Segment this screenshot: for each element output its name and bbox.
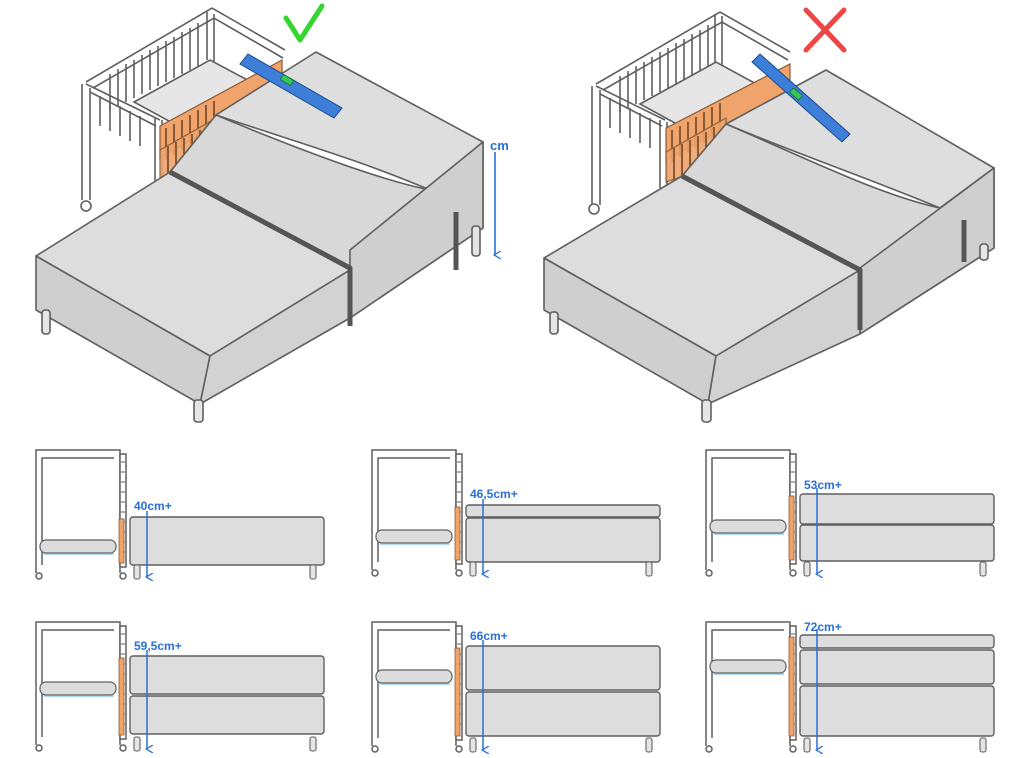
cot-mattress [39, 539, 117, 554]
height-label: 72cm+ [804, 620, 842, 634]
cot-frame [80, 7, 286, 212]
parent-bed [35, 51, 484, 423]
bed-layer [799, 493, 995, 525]
side-panel [788, 495, 795, 561]
incorrect-level-illustration [543, 7, 995, 423]
side-panel [454, 506, 461, 561]
height-label: 46,5cm+ [470, 487, 518, 501]
bed-layer [129, 695, 325, 735]
bed-leg [645, 737, 653, 753]
cot-mattress [375, 669, 453, 684]
height-panel: 59,5cm+ [35, 621, 325, 752]
height-label: 59,5cm+ [134, 639, 182, 653]
bed-layer [799, 524, 995, 562]
height-label: 66cm+ [470, 629, 508, 643]
spirit-level [239, 53, 343, 119]
cot-mattress [39, 681, 117, 696]
bed-leg [469, 561, 477, 577]
bed-leg [309, 736, 317, 752]
bed-layer [129, 516, 325, 566]
cot-side-view [705, 621, 797, 753]
cot-side-view [705, 449, 797, 577]
cot-frame [588, 11, 791, 215]
height-label: 40cm+ [134, 499, 172, 513]
height-unit-label: cm [490, 138, 509, 153]
cot-side-view [371, 621, 463, 753]
cot-mattress [375, 529, 453, 544]
bed-layer [465, 645, 661, 691]
bed-leg [133, 564, 141, 580]
bed-leg [979, 561, 987, 577]
parent-bed [543, 69, 995, 423]
bed-layer [129, 655, 325, 695]
height-label: 53cm+ [804, 478, 842, 492]
bed-leg [309, 564, 317, 580]
height-panels: 40cm+ 46,5cm+ 53cm+ 59,5cm+ 66cm+ 72cm+ [35, 449, 995, 753]
bed-leg [469, 737, 477, 753]
bed-leg [803, 561, 811, 577]
bed-layer [465, 504, 661, 518]
height-panel: 66cm+ [371, 621, 661, 753]
cot-side-view [35, 449, 127, 580]
height-panel: 53cm+ [705, 449, 995, 577]
bed-layer [465, 517, 661, 563]
bed-layer [799, 685, 995, 737]
height-panel: 46,5cm+ [371, 449, 661, 577]
bed-layer [799, 634, 995, 649]
bed-leg [803, 737, 811, 753]
bed-layer [465, 691, 661, 737]
spirit-level [751, 53, 851, 143]
correct-level-illustration: cm [35, 3, 509, 423]
side-panel [118, 518, 125, 564]
bed-leg [979, 737, 987, 753]
height-panel: 40cm+ [35, 449, 325, 580]
bed-leg [133, 736, 141, 752]
side-panel [788, 636, 795, 737]
bed-leg [645, 561, 653, 577]
cot-mattress [709, 519, 787, 534]
side-panel [454, 647, 461, 737]
cross-mark-icon [803, 7, 847, 53]
cot-side-view [371, 449, 463, 577]
side-panel [118, 657, 125, 736]
height-panel: 72cm+ [705, 620, 995, 753]
cot-mattress [709, 659, 787, 674]
bed-layer [799, 649, 995, 685]
check-mark-icon [283, 3, 325, 43]
